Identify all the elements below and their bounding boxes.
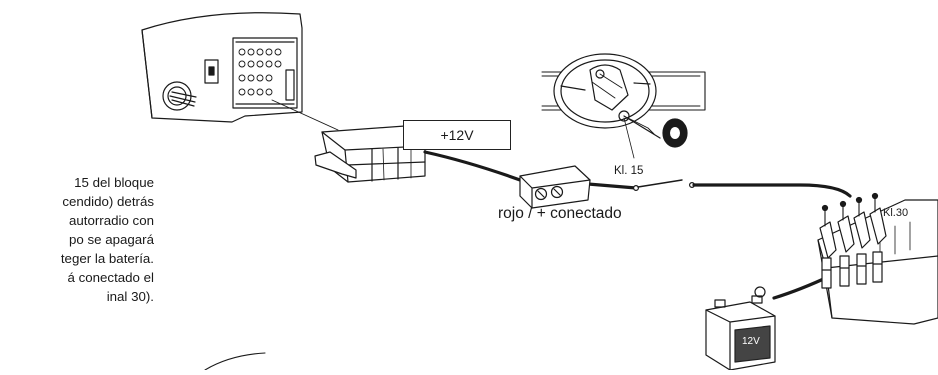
fuse-box-icon [818, 194, 938, 325]
battery-icon [706, 287, 775, 370]
instruction-text: 15 del bloque cendido) detrás autorradio… [0, 173, 154, 306]
instruction-line: autorradio con [68, 213, 154, 228]
instruction-line: inal 30). [106, 289, 154, 304]
switch-label: Kl. 15 [614, 165, 644, 177]
ignition-key-icon [619, 111, 687, 158]
terminal-label: Kl.30 [883, 207, 909, 219]
adapter-plug-icon [315, 126, 425, 182]
instruction-line: 15 del bloque [74, 175, 154, 190]
connector-label: rojo / + conectado [498, 205, 622, 222]
instruction-line: teger la batería. [60, 251, 154, 266]
steering-wheel-icon [542, 54, 705, 128]
fuse-connector-icon [520, 166, 590, 208]
radio-unit-icon [142, 13, 302, 122]
battery-label: 12V [742, 336, 760, 347]
instruction-line: cendido) detrás [62, 194, 154, 209]
instruction-line: á conectado el [67, 270, 155, 285]
voltage-box: +12V [403, 120, 511, 150]
instruction-line: po se apagará [68, 232, 154, 247]
